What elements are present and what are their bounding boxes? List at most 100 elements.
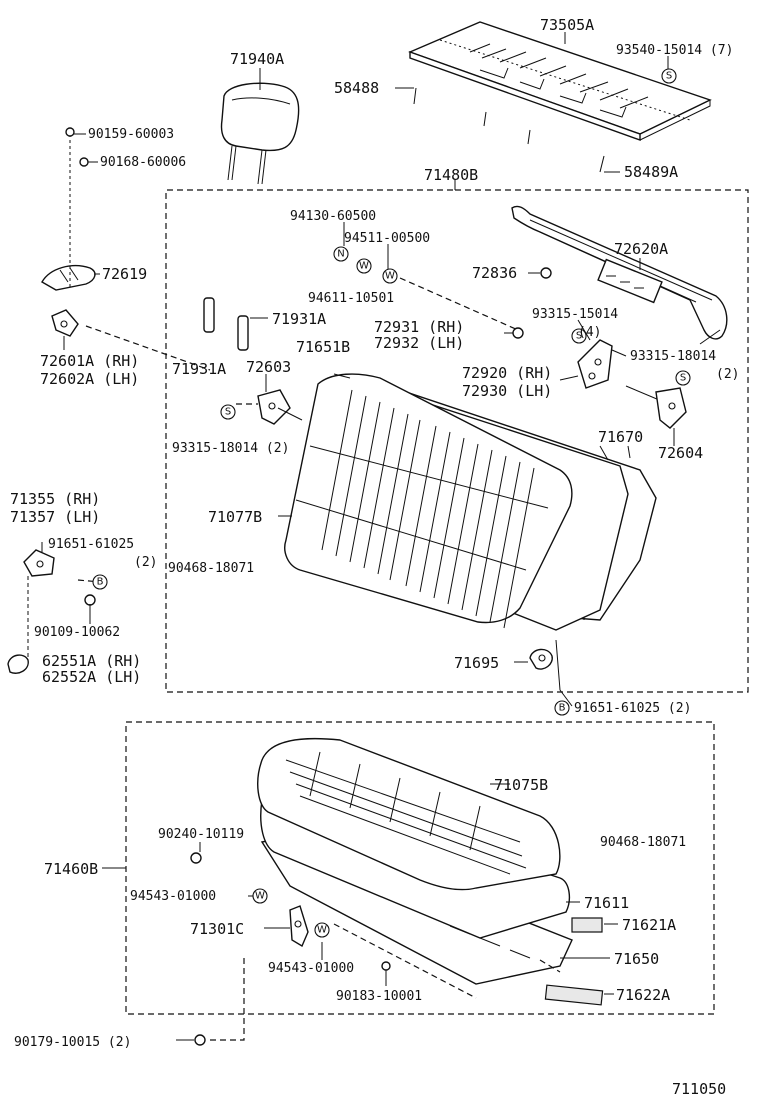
bushing-72836 bbox=[540, 267, 552, 279]
hinge-72601A bbox=[51, 309, 79, 337]
svg-text:B: B bbox=[97, 577, 104, 588]
bolt-90240 bbox=[190, 852, 202, 864]
symbol-s-93315-15014: S bbox=[571, 328, 587, 344]
label-91651-61025-b: 91651-61025 (2) bbox=[574, 701, 691, 716]
svg-text:S: S bbox=[225, 407, 231, 418]
label-71931A-b: 71931A bbox=[172, 360, 226, 378]
label-72602A: 72602A (LH) bbox=[40, 370, 139, 388]
label-62552A: 62552A (LH) bbox=[42, 668, 141, 686]
symbol-w-94543-a: W bbox=[252, 888, 268, 904]
label-94543-01000-a: 94543-01000 bbox=[130, 889, 216, 904]
label-90109-10062: 90109-10062 bbox=[34, 625, 120, 640]
bolt-head-90159 bbox=[65, 127, 75, 137]
symbol-s-93315-18014-r: S bbox=[675, 370, 691, 386]
label-71460B: 71460B bbox=[44, 860, 98, 878]
label-71075B: 71075B bbox=[494, 776, 548, 794]
label-93315-15014: 93315-15014 bbox=[532, 307, 618, 322]
label-71651B: 71651B bbox=[296, 338, 350, 356]
symbol-n-94130: N bbox=[333, 246, 349, 262]
label-58488: 58488 bbox=[334, 79, 379, 97]
label-72619: 72619 bbox=[102, 265, 147, 283]
svg-text:N: N bbox=[337, 249, 344, 260]
svg-text:S: S bbox=[576, 331, 582, 342]
svg-text:W: W bbox=[359, 261, 369, 272]
nut-90183 bbox=[381, 961, 391, 971]
label-71695: 71695 bbox=[454, 654, 499, 672]
symbol-w-94543-b: W bbox=[314, 922, 330, 938]
leader-lines bbox=[27, 32, 721, 1041]
label-71480B: 71480B bbox=[424, 166, 478, 184]
bracket-71301C bbox=[289, 905, 309, 948]
svg-text:S: S bbox=[666, 71, 672, 82]
label-58489A: 58489A bbox=[624, 163, 678, 181]
label-90240-10119: 90240-10119 bbox=[158, 827, 244, 842]
label-71355: 71355 (RH) bbox=[10, 490, 100, 508]
pad-71621A bbox=[571, 917, 603, 933]
hook-62551A bbox=[7, 654, 29, 674]
label-71077B: 71077B bbox=[208, 508, 262, 526]
label-90179-10015: 90179-10015 (2) bbox=[14, 1035, 131, 1050]
upper-group-box bbox=[165, 189, 749, 693]
label-72604: 72604 bbox=[658, 444, 703, 462]
bushing-72931 bbox=[512, 327, 524, 339]
label-71357: 71357 (LH) bbox=[10, 508, 100, 526]
label-71622A: 71622A bbox=[616, 986, 670, 1004]
label-71940A: 71940A bbox=[230, 50, 284, 68]
clip-71695 bbox=[529, 648, 553, 670]
lock-72604 bbox=[625, 385, 687, 429]
headrest-guide-71931A bbox=[203, 297, 249, 351]
svg-text:W: W bbox=[385, 271, 395, 282]
label-91651-61025-a-qty: (2) bbox=[134, 555, 157, 570]
label-72920: 72920 (RH) bbox=[462, 364, 552, 382]
label-71931A-a: 71931A bbox=[272, 310, 326, 328]
nut-90179 bbox=[194, 1034, 206, 1046]
seatback-cover-71077B bbox=[284, 373, 573, 629]
svg-text:S: S bbox=[680, 373, 686, 384]
label-72601A: 72601A (RH) bbox=[40, 352, 139, 370]
lock-72603 bbox=[257, 389, 303, 425]
hinge-cover-72619 bbox=[41, 264, 96, 291]
label-90159-60003: 90159-60003 bbox=[88, 127, 174, 142]
lower-group-box bbox=[125, 721, 715, 1015]
label-90168-60006: 90168-60006 bbox=[100, 155, 186, 170]
label-94611-10501: 94611-10501 bbox=[308, 291, 394, 306]
label-93540-15014: 93540-15014 (7) bbox=[616, 43, 733, 58]
label-71670: 71670 bbox=[598, 428, 643, 446]
symbol-w-94511: W bbox=[382, 268, 398, 284]
cushion-cover-71075B bbox=[257, 737, 561, 891]
label-72836: 72836 bbox=[472, 264, 517, 282]
label-72931: 72931 (RH) bbox=[374, 318, 464, 336]
wires-58488-58489A bbox=[413, 87, 605, 173]
label-73505A: 73505A bbox=[540, 16, 594, 34]
label-90183-10001: 90183-10001 bbox=[336, 989, 422, 1004]
label-93315-15014-qty: (4) bbox=[578, 325, 601, 340]
headrest-71940A bbox=[220, 82, 300, 185]
svg-text:W: W bbox=[317, 925, 327, 936]
label-93315-18014-r: 93315-18014 bbox=[630, 349, 716, 364]
label-72603: 72603 bbox=[246, 358, 291, 376]
label-90468-18071-b: 90468-18071 bbox=[600, 835, 686, 850]
label-71301C: 71301C bbox=[190, 920, 244, 938]
label-94511-00500: 94511-00500 bbox=[344, 231, 430, 246]
connector-lines bbox=[77, 277, 561, 999]
svg-text:W: W bbox=[255, 891, 265, 902]
symbol-s-93540: S bbox=[661, 68, 677, 84]
label-94543-01000-b: 94543-01000 bbox=[268, 961, 354, 976]
label-72620A: 72620A bbox=[614, 240, 668, 258]
label-72932: 72932 (LH) bbox=[374, 334, 464, 352]
label-71621A: 71621A bbox=[622, 916, 676, 934]
label-93315-18014-r-qty: (2) bbox=[716, 367, 739, 382]
pad-71622A bbox=[544, 984, 604, 1006]
label-94130-60500: 94130-60500 bbox=[290, 209, 376, 224]
seatback-frame-72620A bbox=[511, 205, 728, 340]
label-71611: 71611 bbox=[584, 894, 629, 912]
package-tray-73505A bbox=[408, 21, 712, 141]
label-93315-18014-l: 93315-18014 (2) bbox=[172, 441, 289, 456]
label-91651-61025-a: 91651-61025 bbox=[48, 537, 134, 552]
label-72930: 72930 (LH) bbox=[462, 382, 552, 400]
bolt-90109 bbox=[84, 594, 96, 606]
diagram-id: 711050 bbox=[672, 1080, 726, 1098]
bolt-head-90168 bbox=[79, 157, 89, 167]
symbol-s-93315-18014-l: S bbox=[220, 404, 236, 420]
